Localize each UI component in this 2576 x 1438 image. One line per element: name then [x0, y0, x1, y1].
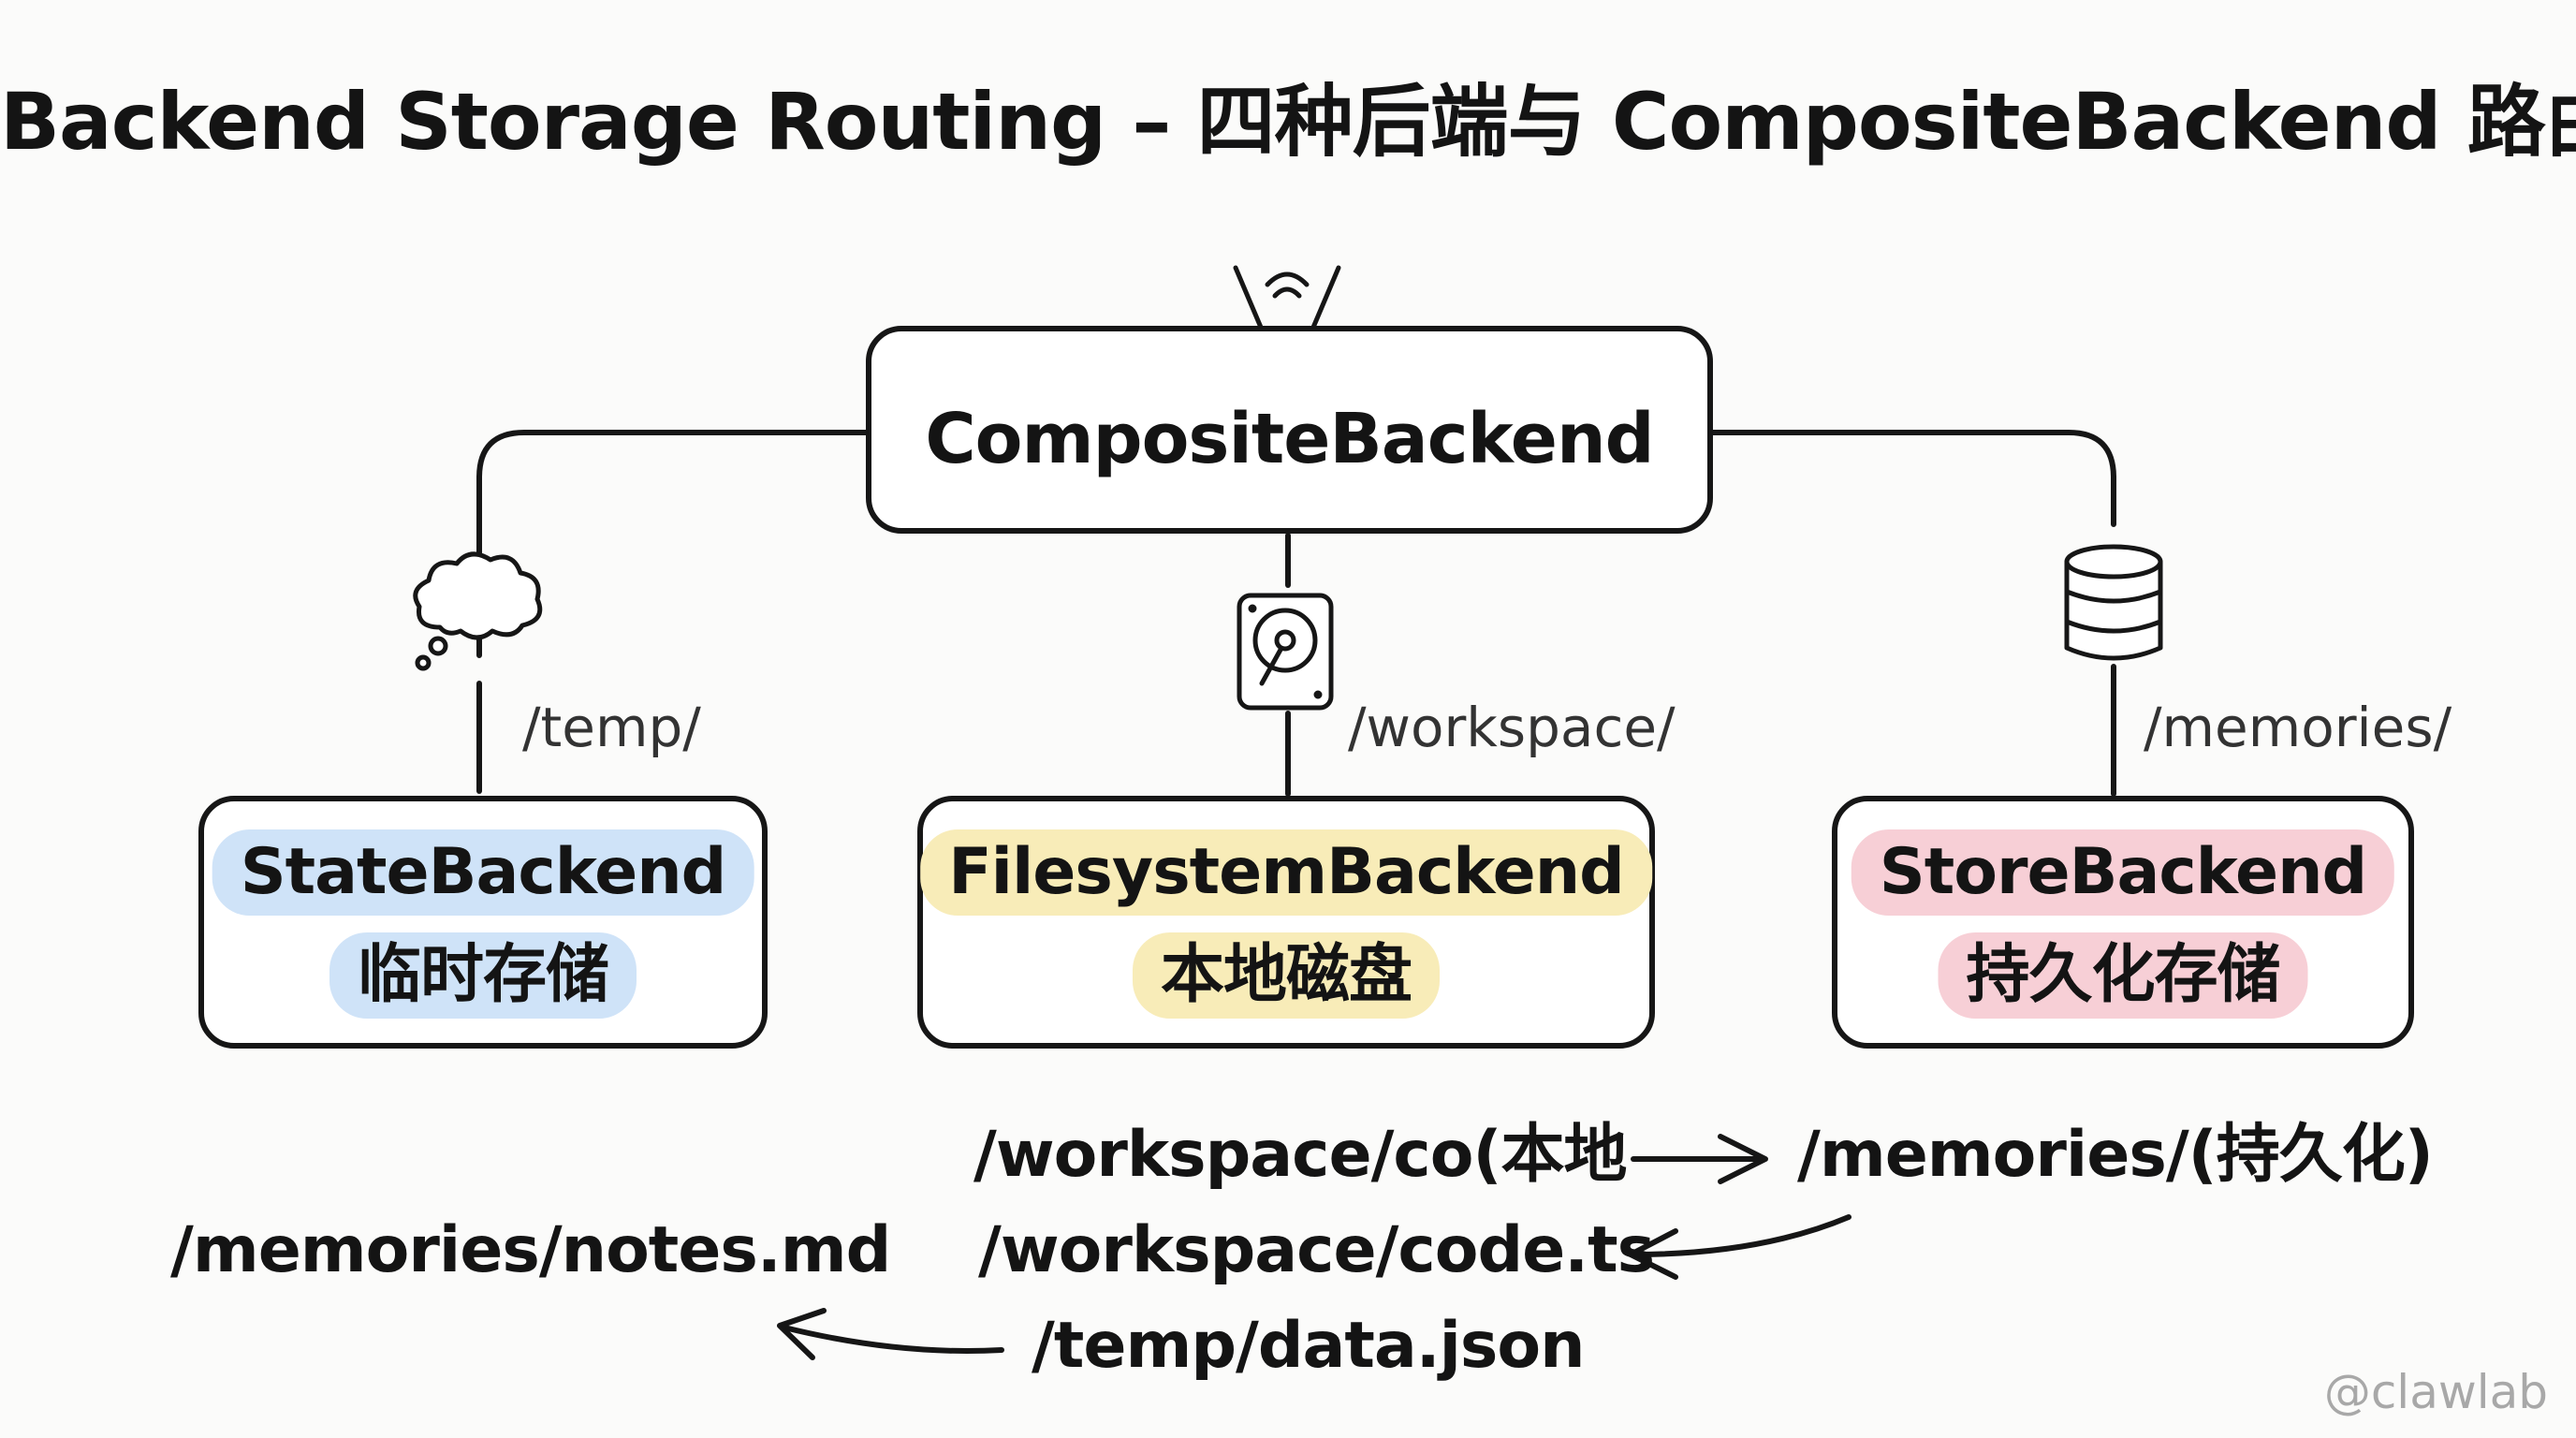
filesystem-backend-name: FilesystemBackend — [920, 829, 1652, 916]
route-label-workspace: /workspace/ — [1348, 696, 1676, 759]
state-backend-description: 临时存储 — [329, 932, 637, 1019]
example-memories-notes: /memories/notes.md — [170, 1213, 891, 1287]
composite-backend-label: CompositeBackend — [925, 399, 1654, 479]
route-label-temp: /temp/ — [522, 696, 701, 759]
arrow-to-notes-head — [777, 1308, 827, 1360]
store-backend-box: StoreBackend 持久化存储 — [1832, 796, 2414, 1049]
example-temp-data: /temp/data.json — [1032, 1309, 1586, 1383]
page-title: Backend Storage Routing – 四种后端与 Composit… — [0, 76, 2576, 168]
example-workspace-code: /workspace/code.ts — [978, 1213, 1655, 1287]
store-backend-description: 持久化存储 — [1938, 932, 2308, 1019]
hard-drive-icon — [1237, 593, 1334, 711]
connector-left — [476, 430, 869, 658]
arrow-to-notes — [782, 1325, 1004, 1354]
state-backend-box: StateBackend 临时存储 — [198, 796, 768, 1049]
route-label-memories: /memories/ — [2144, 696, 2452, 759]
store-backend-name: StoreBackend — [1851, 829, 2395, 916]
state-backend-name: StateBackend — [212, 829, 754, 916]
arrow-to-workspace-head — [1628, 1228, 1678, 1280]
cloud-thought-icon — [413, 551, 543, 671]
filesystem-backend-box: FilesystemBackend 本地磁盘 — [917, 796, 1655, 1049]
watermark: @clawlab — [2323, 1365, 2548, 1419]
arrow-to-workspace — [1631, 1214, 1852, 1257]
example-memories-persistent: /memories/(持久化) — [1797, 1118, 2434, 1192]
composite-backend-box: CompositeBackend — [866, 326, 1713, 534]
connector-right — [1710, 430, 2116, 527]
database-icon — [2064, 544, 2163, 661]
filesystem-backend-description: 本地磁盘 — [1132, 932, 1441, 1019]
example-workspace-local: /workspace/co(本地 — [973, 1118, 1628, 1192]
arrow-to-memories-head — [1718, 1134, 1768, 1184]
